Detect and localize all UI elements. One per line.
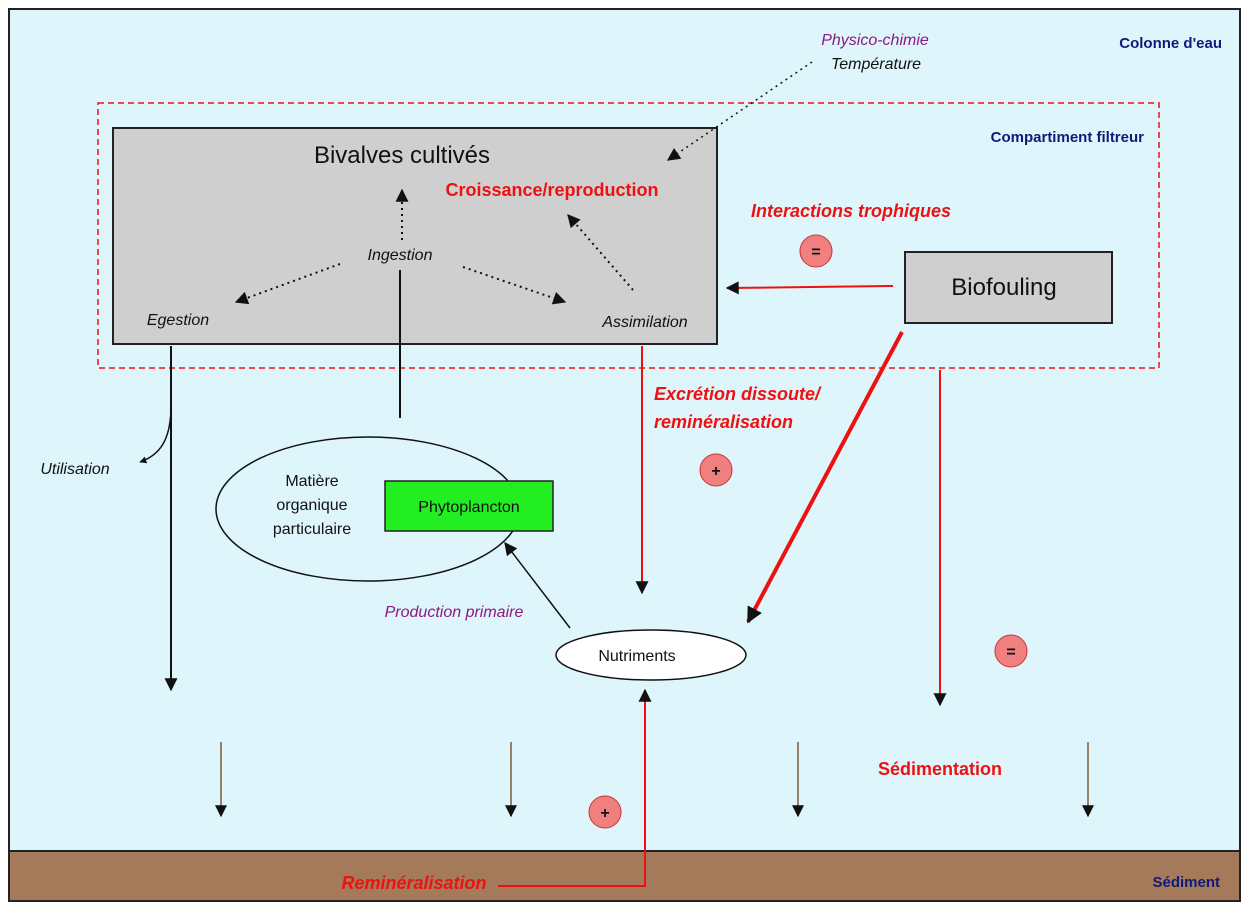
- growth-reproduction-label: Croissance/reproduction: [445, 180, 658, 200]
- biofouling-box: [904, 251, 1113, 324]
- bivalves-box: [112, 127, 718, 345]
- excretion-sign: +: [711, 463, 720, 480]
- physico-chimie-label: Physico-chimie: [821, 32, 929, 49]
- arrow-primary-production: [504, 541, 571, 629]
- arrow-biofouling-to-nutrients: [746, 331, 904, 624]
- sedimentation-sign-badge: [994, 634, 1028, 668]
- arrow-assimilation-to-growth: [567, 214, 634, 291]
- arrow-remineralisation: [498, 688, 652, 887]
- pom-label-line3: particulaire: [273, 521, 351, 538]
- sedimentation-sign: =: [1006, 644, 1015, 661]
- phytoplankton-label: Phytoplancton: [418, 499, 519, 516]
- remineralisation-label: Reminéralisation: [341, 873, 486, 893]
- arrow-to-utilisation: [139, 409, 172, 464]
- phytoplankton-box: [384, 480, 554, 532]
- pom-label-line1: Matière: [285, 473, 338, 490]
- excretion-label-line1: Excrétion dissoute/: [654, 384, 822, 404]
- excretion-sign-badge: [699, 453, 733, 487]
- ingestion-label: Ingestion: [368, 247, 433, 264]
- filter-compartment-label: Compartiment filtreur: [991, 129, 1145, 146]
- arrow-temperature-to-bivalves: [666, 61, 813, 161]
- filter-compartment-box: [97, 102, 1160, 369]
- egestion-label: Egestion: [147, 312, 209, 329]
- water-column-label: Colonne d'eau: [1119, 35, 1222, 52]
- sediment-label: Sédiment: [1152, 874, 1220, 891]
- trophic-sign-badge: [799, 234, 833, 268]
- sediment-area: [8, 850, 1241, 902]
- trophic-sign: =: [811, 244, 820, 261]
- primary-production-label: Production primaire: [385, 604, 524, 621]
- arrow-ingestion-to-egestion: [234, 263, 341, 305]
- nutrients-ellipse: [555, 629, 747, 681]
- remineralisation-sign: +: [600, 805, 609, 822]
- temperature-label: Température: [831, 56, 921, 73]
- bivalves-title: Bivalves cultivés: [314, 142, 490, 169]
- utilisation-label: Utilisation: [40, 461, 109, 478]
- assimilation-label: Assimilation: [601, 314, 687, 331]
- nutrients-label: Nutriments: [598, 648, 675, 665]
- trophic-interactions-label: Interactions trophiques: [751, 201, 951, 221]
- pom-label-line2: organique: [276, 497, 347, 514]
- sedimentation-label: Sédimentation: [878, 759, 1002, 779]
- remineralisation-sign-badge: [588, 795, 622, 829]
- biofouling-label: Biofouling: [951, 274, 1056, 301]
- arrow-biofouling-to-bivalves: [725, 281, 894, 295]
- excretion-label-line2: reminéralisation: [654, 412, 793, 432]
